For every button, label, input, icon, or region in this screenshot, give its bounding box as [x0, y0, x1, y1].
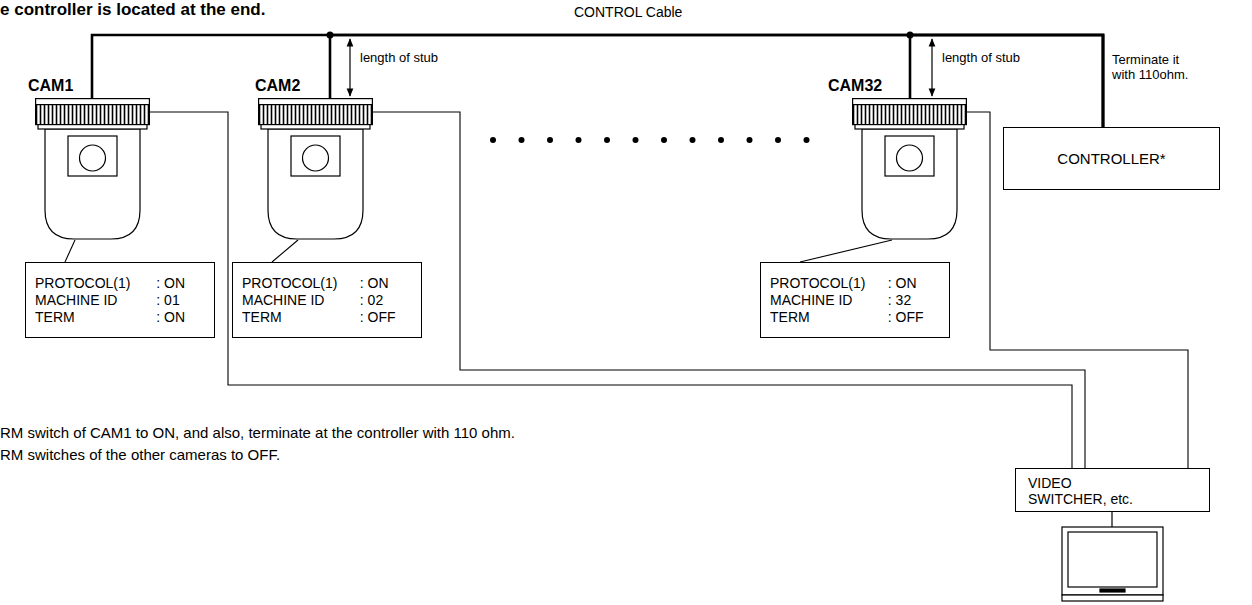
camera: CAM1 — [35, 98, 150, 240]
setting-text: : 32 — [888, 292, 940, 308]
camera-cap — [259, 99, 373, 105]
heading: e controller is located at the end. — [0, 0, 265, 20]
monitor-base — [1062, 595, 1163, 601]
ellipsis-dot — [718, 137, 724, 143]
callout-line — [800, 240, 892, 262]
setting-text: : 02 — [360, 292, 412, 308]
control-cable — [92, 35, 1103, 127]
cable-label: CONTROL Cable — [574, 4, 682, 20]
setting-text: : OFF — [888, 309, 940, 325]
ellipsis-dot — [519, 137, 525, 143]
dome-camera — [852, 98, 967, 240]
video-cable — [373, 112, 1085, 468]
camera-label: CAM32 — [828, 77, 882, 95]
box-label: VIDEO SWITCHER, etc. — [1028, 475, 1148, 507]
camera-lens — [80, 145, 106, 171]
setting-text: TERM — [35, 309, 150, 325]
camera-cap — [853, 99, 967, 105]
dimension-label: length of stub — [942, 50, 1020, 65]
ellipsis-dot — [661, 137, 667, 143]
settings-box: PROTOCOL(1) : ON MACHINE ID : 02 TERM : OFF — [232, 262, 422, 338]
settings-box: PROTOCOL(1) : ON MACHINE ID : 32 TERM : OFF — [760, 262, 950, 338]
camera-ring — [259, 105, 373, 125]
note-text: RM switches of the other cameras to OFF. — [0, 446, 280, 463]
camera-dome — [268, 129, 363, 239]
monitor — [1062, 512, 1163, 601]
callout-line — [272, 240, 298, 262]
setting-text: : 01 — [156, 292, 205, 308]
dimension-arrow — [349, 39, 350, 96]
setting-text: : ON — [156, 309, 205, 325]
note-text: RM switch of CAM1 to ON, and also, termi… — [0, 424, 515, 441]
box-label: CONTROLLER* — [1057, 150, 1165, 167]
video-cable — [967, 112, 1188, 468]
camera-window — [291, 136, 340, 176]
dimension-label: length of stub — [360, 50, 438, 65]
setting-text: : ON — [888, 275, 940, 291]
camera-drawing — [853, 99, 967, 239]
camera-band — [855, 125, 964, 129]
controller-box: CONTROLLER* — [1003, 127, 1220, 190]
camera-cap — [36, 99, 150, 105]
ellipsis-dot — [547, 137, 553, 143]
setting-text: : ON — [156, 275, 205, 291]
setting-text: TERM — [242, 309, 354, 325]
callout-line — [65, 240, 75, 262]
setting-text: TERM — [770, 309, 882, 325]
camera-window — [68, 136, 117, 176]
camera-ring — [853, 105, 967, 125]
camera: CAM2 — [258, 98, 373, 240]
ellipsis-dot — [633, 137, 639, 143]
video-cable — [150, 112, 1072, 468]
camera-label: CAM1 — [28, 77, 73, 95]
camera-drawing — [36, 99, 150, 239]
stub-dimension — [350, 39, 932, 96]
camera: CAM32 — [852, 98, 967, 240]
ellipsis-dot — [604, 137, 610, 143]
setting-text: PROTOCOL(1) — [770, 275, 882, 291]
camera-lens — [303, 145, 329, 171]
video-switcher-box: VIDEO SWITCHER, etc. — [1015, 468, 1210, 512]
camera-band — [261, 125, 370, 129]
settings-box: PROTOCOL(1) : ON MACHINE ID : 01 TERM : ON — [25, 262, 215, 338]
monitor-cable — [1111, 512, 1112, 527]
ellipsis-dot — [775, 137, 781, 143]
monitor-button — [1100, 589, 1125, 592]
dome-camera — [35, 98, 150, 240]
setting-text: : ON — [360, 275, 412, 291]
monitor-screen — [1068, 532, 1157, 587]
camera-band — [38, 125, 147, 129]
camera-dome — [862, 129, 957, 239]
setting-text: MACHINE ID — [35, 292, 150, 308]
ellipsis-dot — [747, 137, 753, 143]
dome-camera — [258, 98, 373, 240]
setting-text: PROTOCOL(1) — [242, 275, 354, 291]
ellipsis-dot — [690, 137, 696, 143]
setting-text: MACHINE ID — [242, 292, 354, 308]
dimension-arrow — [931, 39, 932, 96]
setting-text: PROTOCOL(1) — [35, 275, 150, 291]
ellipsis-dot — [576, 137, 582, 143]
camera-window — [885, 136, 934, 176]
control-cable — [330, 35, 1103, 127]
camera-drawing — [259, 99, 373, 239]
setting-text: MACHINE ID — [770, 292, 882, 308]
camera-lens — [897, 145, 923, 171]
ellipsis-dot — [490, 137, 496, 143]
terminate-note: Terminate it with 110ohm. — [1112, 52, 1202, 82]
ellipsis-dot — [804, 137, 810, 143]
camera-ring — [36, 105, 150, 125]
camera-label: CAM2 — [255, 77, 300, 95]
monitor-housing — [1062, 527, 1163, 595]
setting-text: : OFF — [360, 309, 412, 325]
ellipsis-dots — [490, 137, 810, 143]
camera-dome — [45, 129, 140, 239]
